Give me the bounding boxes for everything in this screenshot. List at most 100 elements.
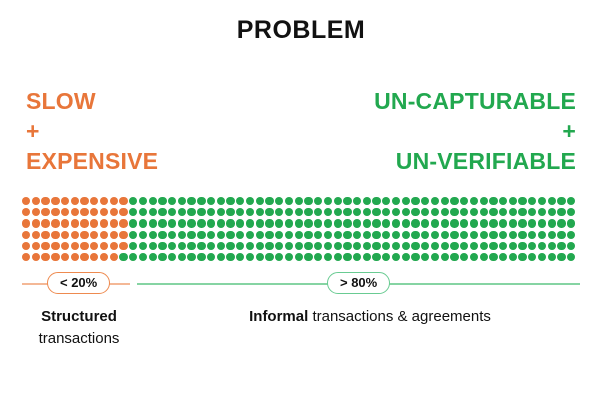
- waffle-dot-informal: [430, 252, 440, 262]
- waffle-dot-informal: [430, 230, 440, 239]
- waffle-dot-informal: [226, 208, 235, 217]
- waffle-dot-informal: [323, 197, 333, 206]
- waffle-dot-informal: [197, 219, 206, 228]
- waffle-dot-informal: [187, 208, 196, 217]
- waffle-dot-informal: [314, 230, 323, 239]
- waffle-dot-informal: [382, 219, 391, 228]
- percentage-badge-informal: > 80%: [327, 272, 391, 294]
- waffle-dot-structured: [60, 252, 70, 262]
- waffle-dot-informal: [343, 230, 352, 239]
- waffle-dot-informal: [168, 252, 177, 262]
- waffle-dot-informal: [245, 241, 255, 251]
- waffle-dot-informal: [547, 252, 556, 262]
- waffle-dot-informal: [294, 252, 303, 262]
- waffle-dot-structured: [22, 241, 31, 251]
- waffle-dot-informal: [421, 252, 430, 262]
- waffle-dot-informal: [168, 197, 177, 206]
- waffle-dot-informal: [469, 252, 479, 262]
- waffle-dot-structured: [119, 230, 128, 239]
- waffle-dot-informal: [255, 252, 264, 262]
- waffle-dot-structured: [109, 230, 118, 239]
- waffle-dot-informal: [197, 252, 206, 262]
- caption-structured-normal: transactions: [38, 330, 120, 347]
- waffle-dot-informal: [528, 230, 537, 239]
- waffle-dot-informal: [391, 197, 401, 206]
- waffle-dot-structured: [22, 252, 31, 262]
- waffle-dot-informal: [197, 208, 206, 217]
- waffle-dot-informal: [567, 241, 576, 251]
- waffle-dot-informal: [401, 230, 410, 239]
- waffle-dot-informal: [148, 252, 157, 262]
- waffle-dot-informal: [567, 197, 576, 206]
- waffle-dot-informal: [168, 241, 177, 251]
- waffle-dot-informal: [489, 208, 498, 217]
- waffle-dot-informal: [206, 230, 216, 239]
- waffle-dot-informal: [187, 241, 196, 251]
- waffle-dot-informal: [343, 241, 352, 251]
- waffle-dot-informal: [187, 230, 196, 239]
- waffle-dot-informal: [236, 219, 245, 228]
- caption-structured-bold: Structured: [41, 308, 117, 325]
- waffle-dot-informal: [265, 197, 274, 206]
- waffle-dot-structured: [51, 208, 60, 217]
- waffle-dot-informal: [518, 219, 527, 228]
- waffle-dot-informal: [177, 241, 187, 251]
- waffle-dot-informal: [168, 230, 177, 239]
- waffle-dot-informal: [440, 241, 449, 251]
- waffle-dot-informal: [314, 241, 323, 251]
- waffle-dot-informal: [430, 241, 440, 251]
- headline-left-line1: SLOW: [26, 88, 96, 114]
- waffle-dot-structured: [90, 241, 99, 251]
- waffle-dot-informal: [148, 197, 157, 206]
- waffle-dot-informal: [528, 241, 537, 251]
- waffle-dot-informal: [304, 241, 313, 251]
- waffle-dot-structured: [31, 241, 41, 251]
- waffle-dot-structured: [90, 197, 99, 206]
- waffle-dot-informal: [138, 208, 148, 217]
- waffle-dot-structured: [60, 208, 70, 217]
- waffle-dot-informal: [391, 219, 401, 228]
- waffle-dot-informal: [372, 208, 381, 217]
- waffle-dot-informal: [236, 252, 245, 262]
- waffle-dot-structured: [99, 197, 109, 206]
- waffle-dot-structured: [22, 219, 31, 228]
- waffle-dot-structured: [60, 197, 70, 206]
- waffle-dot-informal: [440, 219, 449, 228]
- waffle-dot-structured: [22, 197, 31, 206]
- waffle-dot-informal: [333, 197, 342, 206]
- waffle-dot-informal: [294, 197, 303, 206]
- waffle-dot-informal: [265, 230, 274, 239]
- waffle-dot-informal: [352, 219, 362, 228]
- waffle-dot-informal: [537, 208, 547, 217]
- waffle-dot-informal: [216, 230, 225, 239]
- waffle-dot-informal: [479, 197, 488, 206]
- waffle-dot-informal: [508, 230, 518, 239]
- waffle-dot-informal: [460, 219, 469, 228]
- waffle-dot-informal: [479, 230, 488, 239]
- waffle-dot-informal: [245, 230, 255, 239]
- waffle-dot-informal: [314, 208, 323, 217]
- waffle-dot-informal: [275, 230, 284, 239]
- waffle-dot-informal: [187, 252, 196, 262]
- waffle-dot-informal: [129, 208, 138, 217]
- waffle-dot-informal: [362, 208, 371, 217]
- waffle-dot-structured: [90, 219, 99, 228]
- headline-left-line2: EXPENSIVE: [26, 148, 159, 174]
- percentage-band: < 20% > 80%: [0, 272, 602, 296]
- waffle-dot-informal: [138, 252, 148, 262]
- waffle-dot-informal: [245, 252, 255, 262]
- waffle-dot-informal: [567, 219, 576, 228]
- waffle-dot-structured: [22, 208, 31, 217]
- waffle-dot-informal: [489, 252, 498, 262]
- waffle-dot-informal: [226, 230, 235, 239]
- waffle-dot-informal: [362, 241, 371, 251]
- waffle-row: [22, 208, 580, 219]
- headline-left-plus: +: [26, 118, 40, 144]
- waffle-dot-structured: [41, 208, 50, 217]
- waffle-dot-informal: [362, 252, 371, 262]
- waffle-dot-informal: [372, 252, 381, 262]
- waffle-dot-structured: [70, 208, 79, 217]
- waffle-dot-structured: [99, 219, 109, 228]
- waffle-dot-informal: [537, 241, 547, 251]
- waffle-dot-structured: [70, 241, 79, 251]
